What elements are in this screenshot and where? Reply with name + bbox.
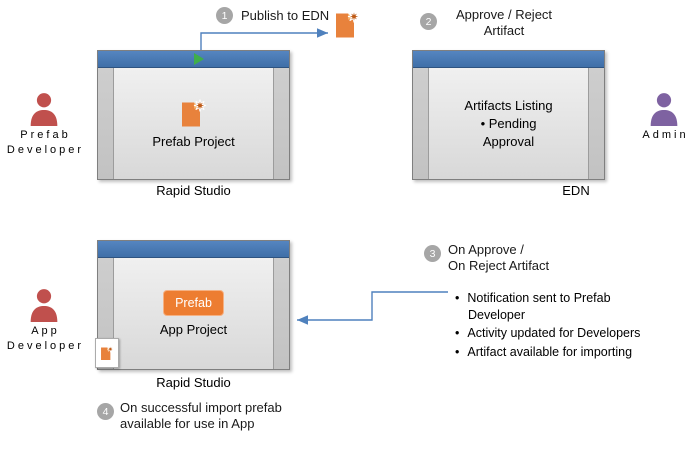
prefab-project-label: Prefab Project: [152, 134, 235, 149]
rapid-studio-caption-top: Rapid Studio: [156, 183, 231, 198]
actor-label: Prefab: [20, 129, 71, 141]
prefab-developer-actor: Prefab Developer: [1, 92, 87, 158]
step-2-label: Approve / Reject Artifact: [455, 7, 553, 38]
note-item: Artifact available for importing: [455, 344, 657, 361]
actor-label: Admin: [642, 129, 689, 141]
window-titlebar: [98, 51, 289, 68]
step-1-number: 1: [216, 7, 233, 24]
published-artifact-icon: [334, 9, 361, 39]
pending-approval-text: Approval: [482, 133, 535, 149]
step-1-label: Publish to EDN: [241, 8, 330, 23]
prefab-badge: Prefab: [163, 290, 224, 316]
imported-prefab-file-icon: [95, 338, 119, 368]
admin-actor: Admin: [621, 92, 700, 143]
step-2-number: 2: [420, 13, 437, 30]
edn-caption: EDN: [562, 183, 590, 198]
note-item: Notification sent to Prefab Developer: [455, 290, 657, 323]
actor-label: Developer: [6, 340, 85, 352]
person-icon: [30, 289, 58, 322]
app-developer-actor: App Developer: [1, 288, 87, 354]
actor-label: App: [31, 325, 60, 337]
run-play-icon: [194, 53, 204, 65]
window-content: Prefab Project: [114, 68, 273, 179]
step-4-number: 4: [97, 403, 114, 420]
rapid-studio-window-bottom: Prefab App Project: [97, 240, 290, 370]
window-left-panel: [413, 68, 429, 179]
pending-approval-text: • Pending: [480, 115, 537, 131]
window-content: Prefab App Project: [114, 258, 273, 369]
step-3-number: 3: [424, 245, 441, 262]
window-right-panel: [588, 68, 604, 179]
approve-result-arrow: [297, 291, 448, 325]
person-icon: [650, 93, 678, 126]
app-project-label: App Project: [159, 322, 228, 337]
window-left-panel: [98, 68, 114, 179]
publish-arrow: [200, 28, 328, 51]
prefab-project-file-icon: [182, 99, 207, 127]
window-right-panel: [273, 68, 289, 179]
note-item: Activity updated for Developers: [455, 325, 657, 342]
window-titlebar: [98, 241, 289, 258]
step-4-label: On successful import prefab available fo…: [120, 400, 282, 431]
step-3-label: On Approve / On Reject Artifact: [448, 242, 550, 273]
actor-label: Developer: [6, 144, 85, 156]
rapid-studio-caption-bottom: Rapid Studio: [156, 375, 231, 390]
window-content: Artifacts Listing • Pending Approval: [429, 68, 588, 179]
artifacts-listing-text: Artifacts Listing: [464, 97, 553, 113]
edn-window: Artifacts Listing • Pending Approval: [412, 50, 605, 180]
person-icon: [30, 93, 58, 126]
rapid-studio-window-top: Prefab Project: [97, 50, 290, 180]
window-titlebar: [413, 51, 604, 68]
window-right-panel: [273, 258, 289, 369]
step-3-notes-list: Notification sent to Prefab Developer Ac…: [455, 290, 657, 362]
